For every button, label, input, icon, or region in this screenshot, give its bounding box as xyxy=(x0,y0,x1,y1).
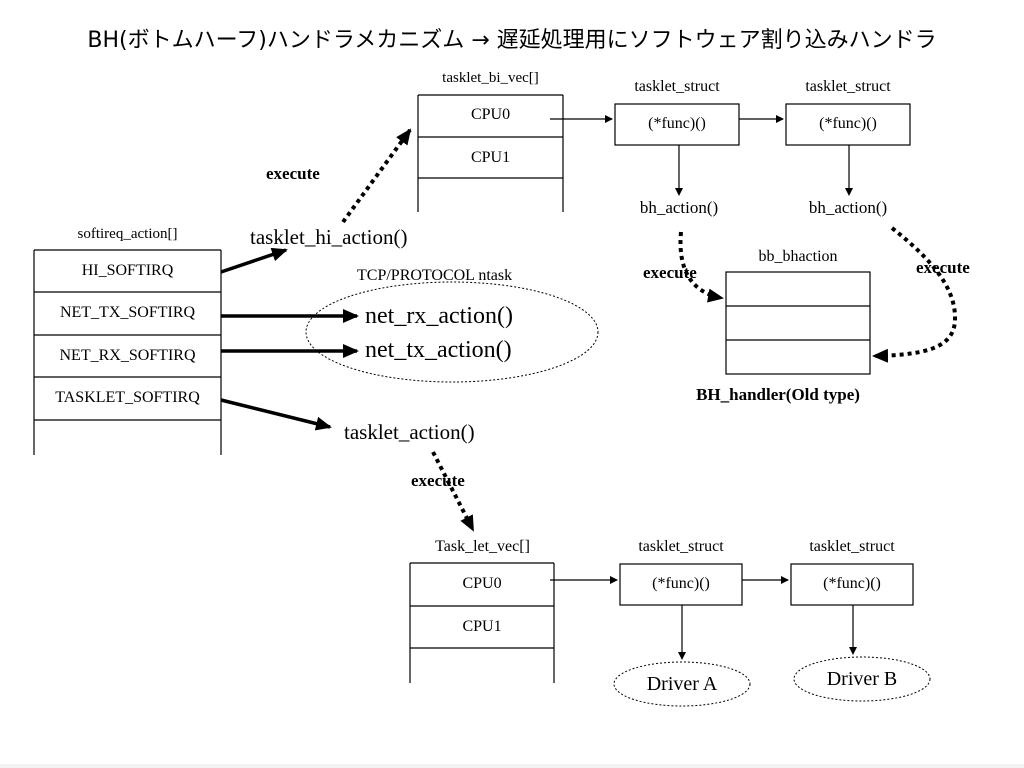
tasklet-action-label: tasklet_action() xyxy=(344,420,475,444)
execute-label-hi: execute xyxy=(266,164,320,183)
page-title: BH(ボトムハーフ)ハンドラメカニズム → 遅延処理用にソフトウェア割り込みハン… xyxy=(87,28,937,53)
execute-arrow-bh-action-2 xyxy=(872,226,958,363)
func-label-top-2: (*func)() xyxy=(819,115,877,132)
execute-arrow-to-tasklet-bi-vec xyxy=(341,128,412,224)
task-let-vec-header: Task_let_vec[] xyxy=(435,538,530,555)
task-let-vec-table xyxy=(409,562,555,683)
tasklet-bi-vec-cpu0: CPU0 xyxy=(470,106,511,123)
bh-action-label-1: bh_action() xyxy=(639,198,719,217)
execute-label-tasklet: execute xyxy=(411,471,465,490)
tasklet-struct-label-bottom-2: tasklet_struct xyxy=(809,538,895,555)
bh-handler-caption: BH_handler(Old type) xyxy=(696,385,860,404)
tcp-protocol-ellipse xyxy=(305,281,599,383)
bb-bhaction-table xyxy=(725,271,871,375)
bb-bhaction-header: bb_bhaction xyxy=(758,248,838,265)
func-label-bottom-1: (*func)() xyxy=(652,575,710,592)
execute-label-bh-1: execute xyxy=(643,263,697,282)
tasklet-bi-vec-cpu1: CPU1 xyxy=(470,149,511,166)
tasklet-struct-label-top-2: tasklet_struct xyxy=(805,78,891,95)
tasklet-hi-action-label: tasklet_hi_action() xyxy=(250,225,408,249)
footer-band xyxy=(0,764,1024,768)
execute-arrow-to-task-let-vec xyxy=(431,451,475,532)
driver-a-label: Driver A xyxy=(646,673,718,695)
arrow-hi-softirq xyxy=(220,247,288,274)
driver-b-ellipse xyxy=(793,656,931,702)
net-rx-action-label: net_rx_action() xyxy=(365,303,513,329)
tasklet-struct-box-top-1 xyxy=(614,103,740,146)
softirq-table-header: softireq_action[] xyxy=(77,226,178,242)
bh-action-label-2: bh_action() xyxy=(808,198,888,217)
tasklet-struct-box-bottom-1 xyxy=(619,563,743,606)
tasklet-struct-label-top-1: tasklet_struct xyxy=(634,78,720,95)
softirq-row-net-tx: NET_TX_SOFTIRQ xyxy=(59,304,196,321)
tasklet-bi-vec-header: tasklet_bi_vec[] xyxy=(442,70,539,86)
tcp-protocol-label: TCP/PROTOCOL ntask xyxy=(357,267,513,284)
driver-b-label: Driver B xyxy=(826,668,898,690)
func-label-bottom-2: (*func)() xyxy=(823,575,881,592)
softirq-row-hi: HI_SOFTIRQ xyxy=(81,262,174,279)
arrow-tasklet-softirq xyxy=(220,398,332,431)
task-let-vec-cpu0: CPU0 xyxy=(462,575,502,592)
tasklet-bi-vec-table xyxy=(417,94,564,212)
softirq-row-net-rx: NET_RX_SOFTIRQ xyxy=(59,347,196,364)
softirq-row-tasklet: TASKLET_SOFTIRQ xyxy=(55,389,200,406)
tasklet-struct-label-bottom-1: tasklet_struct xyxy=(638,538,724,555)
execute-label-bh-2: execute xyxy=(916,258,970,277)
tasklet-struct-box-top-2 xyxy=(785,103,911,146)
tasklet-struct-box-bottom-2 xyxy=(790,563,914,606)
net-tx-action-label: net_tx_action() xyxy=(365,337,512,363)
task-let-vec-cpu1: CPU1 xyxy=(462,618,502,635)
func-label-top-1: (*func)() xyxy=(648,115,706,132)
driver-a-ellipse xyxy=(613,661,751,707)
execute-arrow-bh-action-1 xyxy=(678,231,724,303)
